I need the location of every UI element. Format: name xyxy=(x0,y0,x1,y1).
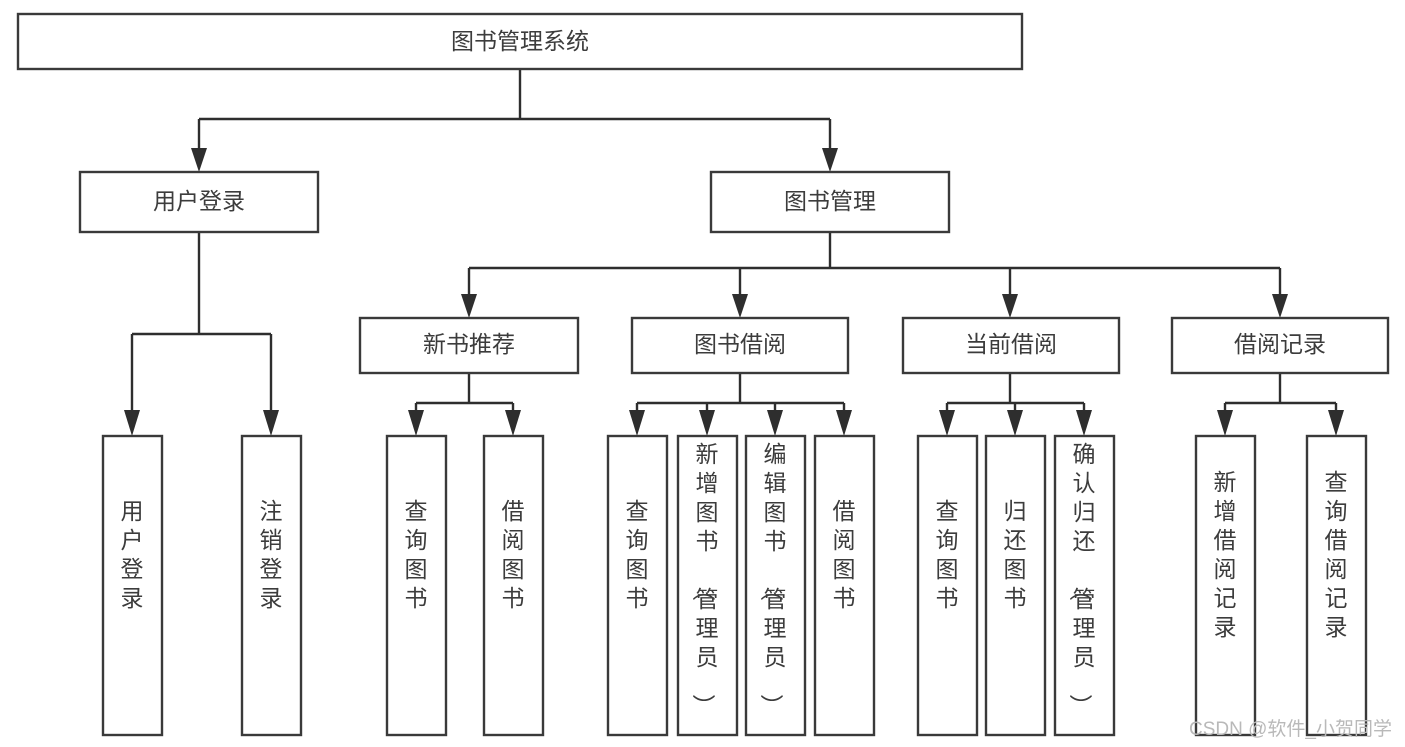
arrow-borrow-leaf3 xyxy=(767,410,783,436)
node-book-management-label: 图书管理 xyxy=(784,188,876,214)
leaf-query-book-newbook-label: 查询图书 xyxy=(405,498,428,611)
leaf-query-book-current-label: 查询图书 xyxy=(936,498,959,611)
leaf-logout-label: 注销登录 xyxy=(260,498,283,611)
leaf-borrow-book-borrow-label: 借阅图书 xyxy=(833,498,856,611)
node-book-management[interactable]: 图书管理 xyxy=(709,170,951,234)
node-root-system[interactable]: 图书管理系统 xyxy=(16,12,1024,71)
arrow-new-book-leaf1 xyxy=(408,410,424,436)
connector-layer xyxy=(124,69,1344,436)
arrow-to-record xyxy=(1272,294,1288,318)
arrow-current-leaf2 xyxy=(1007,410,1023,436)
leaf-edit-book-admin-label: 编辑图书（管理员） xyxy=(759,441,787,717)
arrow-borrow-leaf1 xyxy=(629,410,645,436)
node-new-book-recommend[interactable]: 新书推荐 xyxy=(358,316,580,375)
leaf-user-login[interactable]: 用户登录 xyxy=(101,434,164,737)
leaf-add-borrow-record-box[interactable] xyxy=(1194,434,1257,737)
leaf-borrow-book-newbook[interactable]: 借阅图书 xyxy=(482,434,545,737)
leaf-edit-book-admin-box[interactable] xyxy=(744,434,807,737)
node-user-login-label: 用户登录 xyxy=(153,188,245,214)
leaf-query-book-current[interactable]: 查询图书 xyxy=(916,434,979,737)
node-borrow-record-box[interactable] xyxy=(1170,316,1390,375)
leaf-add-borrow-record-label: 新增借阅记录 xyxy=(1214,469,1237,640)
arrow-to-new-book xyxy=(461,294,477,318)
leaf-query-borrow-record-label: 查询借阅记录 xyxy=(1325,469,1348,640)
leaf-query-borrow-record[interactable]: 查询借阅记录 xyxy=(1305,434,1368,737)
arrow-to-book-mgmt xyxy=(822,148,838,172)
leaf-return-book-label: 归还图书 xyxy=(1004,498,1027,611)
leaf-user-login-label: 用户登录 xyxy=(121,498,144,611)
node-new-book-recommend-label: 新书推荐 xyxy=(423,331,515,357)
leaf-query-book-current-box[interactable] xyxy=(916,434,979,737)
arrow-borrow-leaf2 xyxy=(699,410,715,436)
leaf-query-book-borrow-label: 查询图书 xyxy=(626,498,649,611)
node-user-login-box[interactable] xyxy=(78,170,320,234)
leaf-add-book-admin-box[interactable] xyxy=(676,434,739,737)
node-root-system-box[interactable] xyxy=(16,12,1024,71)
leaf-borrow-book-borrow-box[interactable] xyxy=(813,434,876,737)
leaf-edit-book-admin[interactable]: 编辑图书（管理员） xyxy=(744,434,807,737)
arrow-to-current xyxy=(1002,294,1018,318)
leaf-query-book-borrow-box[interactable] xyxy=(606,434,669,737)
leaf-query-book-borrow[interactable]: 查询图书 xyxy=(606,434,669,737)
leaf-add-book-admin[interactable]: 新增图书（管理员） xyxy=(676,434,739,737)
node-book-borrow-label: 图书借阅 xyxy=(694,331,786,357)
leaf-return-book[interactable]: 归还图书 xyxy=(984,434,1047,737)
leaf-add-borrow-record[interactable]: 新增借阅记录 xyxy=(1194,434,1257,737)
arrow-to-borrow xyxy=(732,294,748,318)
leaf-borrow-book-newbook-box[interactable] xyxy=(482,434,545,737)
node-current-borrow-label: 当前借阅 xyxy=(965,331,1057,357)
leaf-confirm-return-admin-label: 确认归还（管理员） xyxy=(1068,441,1096,717)
node-user-login[interactable]: 用户登录 xyxy=(78,170,320,234)
arrow-current-leaf3 xyxy=(1076,410,1092,436)
leaf-user-login-box[interactable] xyxy=(101,434,164,737)
arrow-user-login-leaf2 xyxy=(263,410,279,436)
node-borrow-record[interactable]: 借阅记录 xyxy=(1170,316,1390,375)
node-new-book-recommend-box[interactable] xyxy=(358,316,580,375)
leaf-query-borrow-record-box[interactable] xyxy=(1305,434,1368,737)
leaf-logout-box[interactable] xyxy=(240,434,303,737)
leaf-borrow-book-borrow[interactable]: 借阅图书 xyxy=(813,434,876,737)
arrow-borrow-leaf4 xyxy=(836,410,852,436)
csdn-watermark: CSDN @软件_小贺同学 xyxy=(1189,718,1392,740)
node-book-borrow-box[interactable] xyxy=(630,316,850,375)
leaf-query-book-newbook[interactable]: 查询图书 xyxy=(385,434,448,737)
arrow-new-book-leaf2 xyxy=(505,410,521,436)
node-current-borrow[interactable]: 当前借阅 xyxy=(901,316,1121,375)
node-borrow-record-label: 借阅记录 xyxy=(1234,331,1326,357)
leaf-logout[interactable]: 注销登录 xyxy=(240,434,303,737)
arrow-to-user-login xyxy=(191,148,207,172)
leaf-confirm-return-admin-box[interactable] xyxy=(1053,434,1116,737)
node-root-system-label: 图书管理系统 xyxy=(451,28,589,54)
arrow-current-leaf1 xyxy=(939,410,955,436)
leaf-query-book-newbook-box[interactable] xyxy=(385,434,448,737)
node-book-borrow[interactable]: 图书借阅 xyxy=(630,316,850,375)
arrow-user-login-leaf1 xyxy=(124,410,140,436)
leaf-return-book-box[interactable] xyxy=(984,434,1047,737)
leaf-add-book-admin-label: 新增图书（管理员） xyxy=(691,441,719,717)
arrow-record-leaf1 xyxy=(1217,410,1233,436)
leaf-borrow-book-newbook-label: 借阅图书 xyxy=(502,498,525,611)
arrow-record-leaf2 xyxy=(1328,410,1344,436)
node-book-management-box[interactable] xyxy=(709,170,951,234)
node-current-borrow-box[interactable] xyxy=(901,316,1121,375)
leaf-confirm-return-admin[interactable]: 确认归还（管理员） xyxy=(1053,434,1116,737)
